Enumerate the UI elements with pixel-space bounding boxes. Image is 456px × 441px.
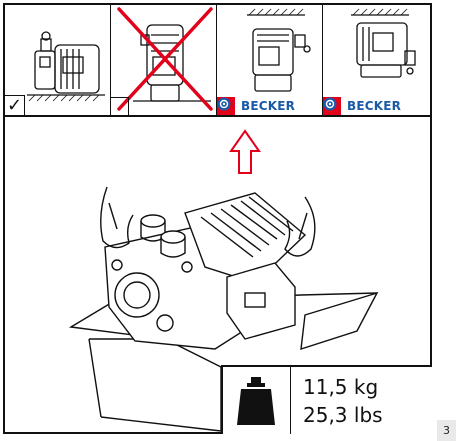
weight-icon	[237, 377, 275, 425]
becker-wordmark: BECKER	[241, 99, 296, 113]
panel-wall-consult-2: ? BECKER	[323, 5, 430, 115]
becker-emblem-icon	[217, 97, 231, 111]
illustration-frame: ✓	[3, 3, 432, 434]
not-allowed-box	[111, 97, 129, 115]
pump-horizontal-illustration	[27, 31, 105, 102]
mounting-orientations: ✓	[5, 5, 430, 117]
pump-wall-illustration-2	[351, 8, 416, 78]
approved-checkmark: ✓	[5, 95, 25, 116]
consult-becker-row: ? BECKER	[217, 97, 322, 115]
weight-kg: 11,5 kg	[303, 375, 379, 399]
weight-icon-cell	[223, 367, 291, 434]
lift-pump-from-box-illustration	[68, 129, 379, 432]
weight-lbs: 25,3 lbs	[303, 403, 383, 427]
panel-horizontal-ok: ✓	[5, 5, 111, 116]
consult-becker-row: ? BECKER	[323, 97, 430, 115]
becker-emblem-icon	[323, 97, 337, 111]
becker-logo: BECKER	[217, 97, 296, 113]
weight-values: 11,5 kg 25,3 lbs	[303, 373, 383, 429]
lift-up-arrow-icon	[229, 129, 261, 174]
becker-wordmark: BECKER	[347, 99, 402, 113]
page-number: 3	[437, 420, 456, 441]
weight-info-box: 11,5 kg 25,3 lbs	[221, 365, 432, 434]
pump-body	[100, 186, 316, 350]
pump-wall-illustration-1	[247, 8, 311, 92]
becker-logo: BECKER	[323, 97, 402, 113]
pump-vertical-crossed-illustration	[117, 7, 213, 111]
panel-wall-consult-1: ? BECKER	[217, 5, 323, 115]
panel-vertical-not-allowed	[111, 5, 217, 115]
